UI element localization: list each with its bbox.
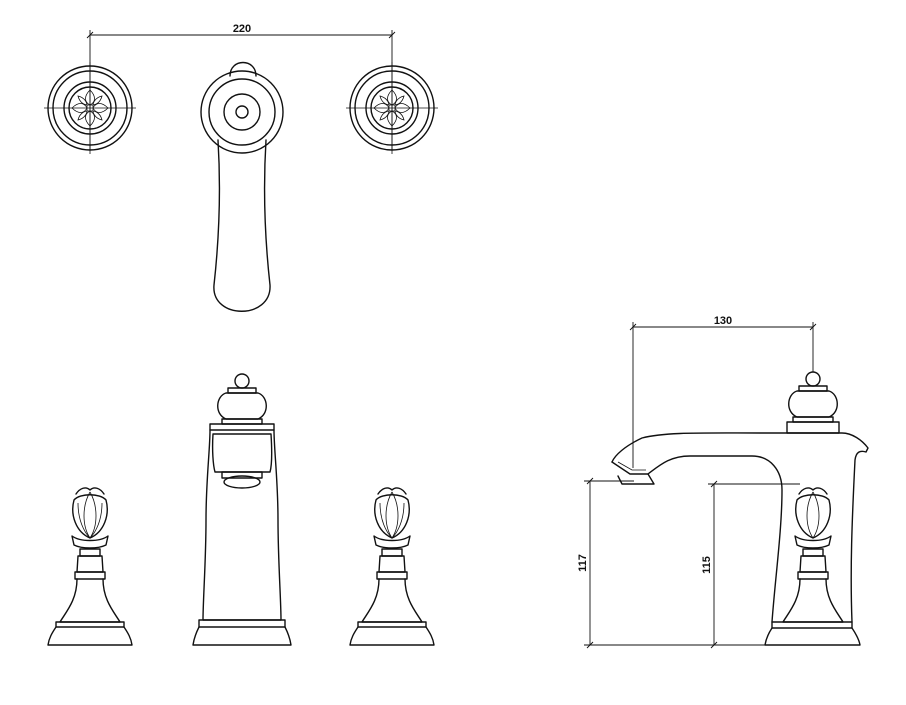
handle-side-view <box>782 371 844 623</box>
dimension-130: 130 <box>629 315 817 468</box>
dimension-117: 117 <box>577 477 634 649</box>
dimension-label-130: 130 <box>714 315 732 327</box>
center-spout-front-view <box>192 373 292 646</box>
dimension-220: 220 <box>86 23 396 150</box>
dimension-label-115: 115 <box>701 556 713 574</box>
top-view: 220 <box>44 23 438 312</box>
spout-top-view <box>200 61 284 312</box>
cross-flower-icon <box>71 89 109 127</box>
left-handle-top-view <box>44 62 136 154</box>
right-handle-front-view <box>349 487 435 646</box>
dimension-115: 115 <box>701 480 800 649</box>
base-side-view <box>584 621 861 646</box>
dimension-label-220: 220 <box>233 23 251 35</box>
spout-side-view <box>611 432 869 623</box>
cross-flower-icon <box>373 89 411 127</box>
dimension-label-117: 117 <box>577 554 589 572</box>
side-view: 130 117 115 <box>577 315 869 649</box>
left-handle-front-view <box>47 487 133 646</box>
right-handle-top-view <box>346 62 438 154</box>
front-view <box>47 373 435 646</box>
